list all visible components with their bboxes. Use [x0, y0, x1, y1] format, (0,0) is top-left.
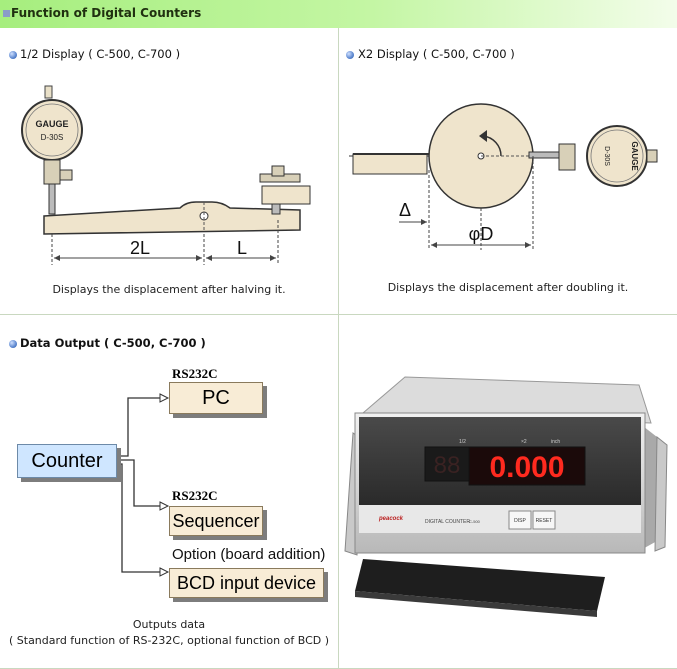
half-display-diagram: GAUGE D-30S 2L L — [21, 85, 311, 265]
bullet-icon — [346, 51, 354, 59]
half-display-caption: Displays the displacement after halving … — [52, 283, 286, 296]
vertical-divider — [338, 28, 339, 669]
disp-button[interactable] — [508, 510, 532, 530]
gauge-model-text: D-30S — [41, 133, 64, 142]
output-caption-line1: Outputs data — [132, 618, 206, 631]
rs232c-label: RS232C — [172, 366, 218, 381]
unlit-display — [424, 446, 472, 482]
output-caption-line2: ( Standard function of RS-232C, optional… — [8, 634, 330, 647]
option-label: Option (board addition) — [172, 546, 326, 563]
dial-gauge-icon: GAUGE D-30S — [21, 85, 83, 215]
pc-box: PC — [169, 382, 263, 414]
delta-label: Δ — [399, 200, 411, 220]
double-display-diagram: GAUGE D-30S Δ φD — [349, 103, 658, 250]
dim-l-label: L — [237, 238, 247, 258]
model-number-text: C-500 — [469, 519, 481, 524]
reset-button[interactable] — [532, 510, 556, 530]
right-probe-icon — [259, 165, 311, 215]
led-display — [468, 446, 586, 486]
sub-label-double: ×2 — [521, 439, 527, 445]
data-output-title: Data Output ( C-500, C-700 ) — [20, 336, 206, 350]
left-probe-icon — [349, 153, 429, 175]
digital-counter-device: 88 0.000 1/2 ×2 inch peacock DIGITAL COU… — [344, 376, 668, 617]
bullet-icon — [9, 51, 17, 59]
lever-beam — [43, 201, 301, 235]
bullet-icon — [9, 340, 17, 348]
double-display-caption: Displays the displacement after doubling… — [387, 281, 629, 294]
sub-label-inch: inch — [551, 439, 560, 445]
half-display-title: 1/2 Display ( C-500, C-700 ) — [20, 47, 181, 61]
section-title: Function of Digital Counters — [11, 6, 202, 20]
sub-label-half: 1/2 — [459, 439, 466, 445]
diameter-label: φD — [469, 224, 494, 244]
section-header: Function of Digital Counters — [0, 0, 677, 28]
svg-text:88: 88 — [434, 452, 461, 479]
bcd-device-box: BCD input device — [169, 568, 324, 598]
horizontal-divider — [0, 314, 677, 315]
gauge-model-text: D-30S — [603, 146, 610, 166]
counter-box: Counter — [17, 444, 117, 478]
gauge-brand-text: GAUGE — [630, 141, 639, 171]
rs232c-label: RS232C — [172, 488, 218, 503]
reset-button-label: RESET — [536, 518, 553, 524]
led-reading: 0.000 — [489, 451, 564, 484]
gauge-brand-text: GAUGE — [35, 119, 68, 129]
dim-2l-label: 2L — [130, 238, 150, 258]
double-display-title: X2 Display ( C-500, C-700 ) — [358, 47, 515, 61]
header-square-icon — [3, 10, 10, 17]
brand-text: peacock — [378, 516, 404, 522]
sequencer-box: Sequencer — [169, 506, 263, 536]
model-text: DIGITAL COUNTER — [425, 519, 470, 525]
disp-button-label: DISP — [514, 518, 526, 524]
dial-gauge-icon: GAUGE D-30S — [528, 125, 658, 187]
device-foot — [355, 559, 605, 611]
connection-lines — [116, 393, 170, 577]
